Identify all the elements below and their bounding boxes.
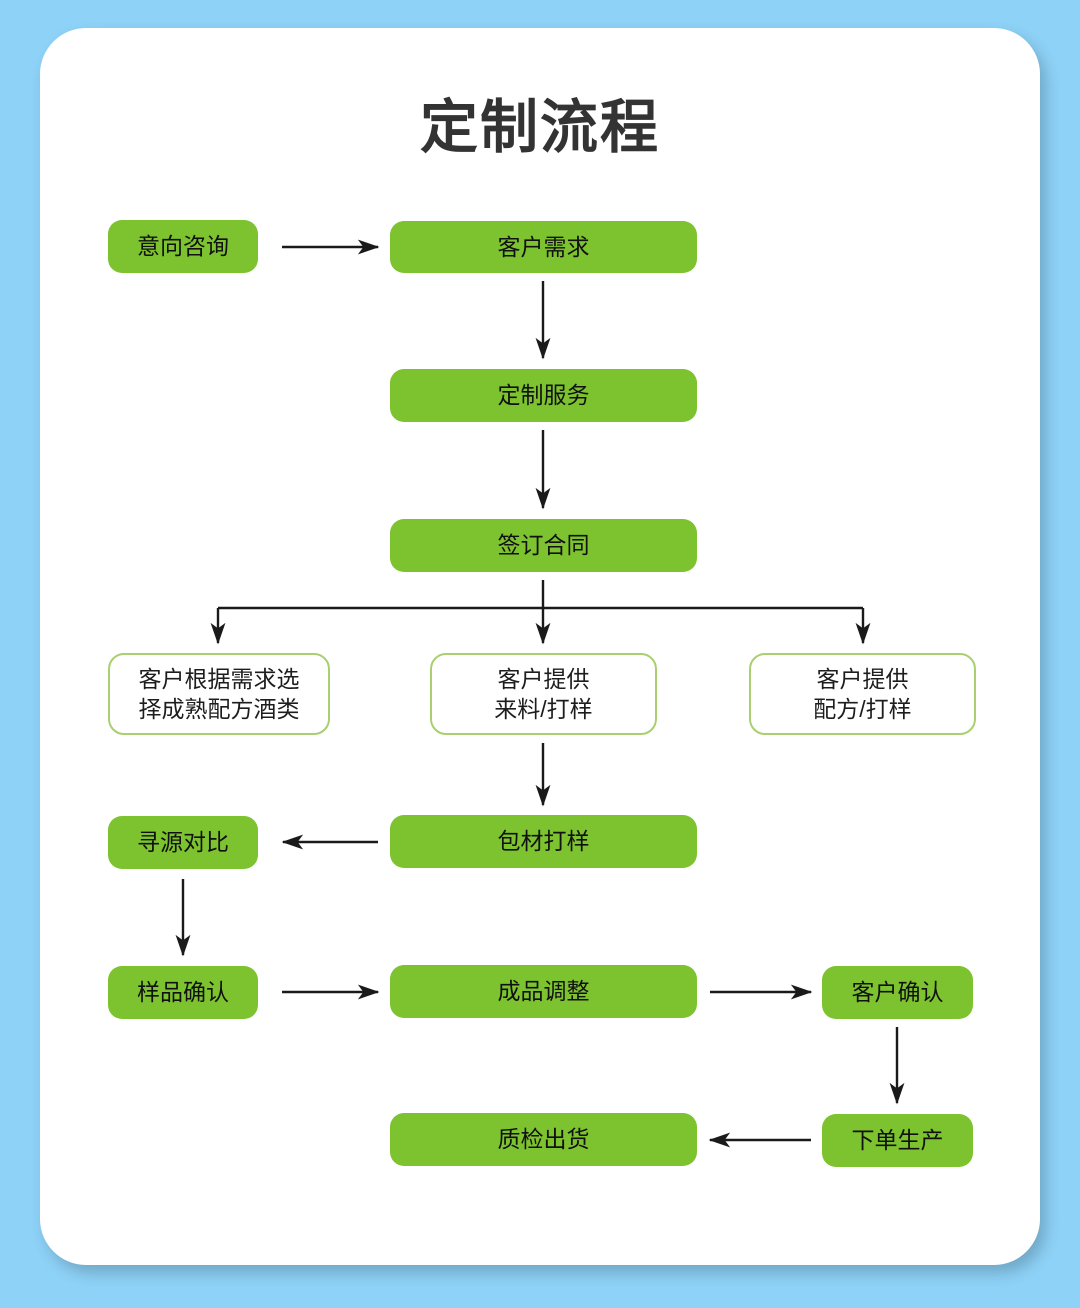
page-title: 定制流程 — [419, 95, 660, 160]
flow-node-branch-right[interactable]: 客户提供 配方/打样 — [749, 653, 976, 735]
flow-node-branch-left[interactable]: 客户根据需求选 择成熟配方酒类 — [108, 653, 330, 735]
flow-node-sourcing[interactable]: 寻源对比 — [108, 816, 258, 869]
flow-node-branch-mid[interactable]: 客户提供 来料/打样 — [430, 653, 657, 735]
flow-node-order-prod[interactable]: 下单生产 — [822, 1114, 973, 1167]
flow-node-contract[interactable]: 签订合同 — [390, 519, 697, 572]
flowchart-card — [40, 28, 1040, 1265]
flow-node-adjust[interactable]: 成品调整 — [390, 965, 697, 1018]
flow-node-intent[interactable]: 意向咨询 — [108, 220, 258, 273]
flow-node-service[interactable]: 定制服务 — [390, 369, 697, 422]
flow-node-needs[interactable]: 客户需求 — [390, 221, 697, 273]
flow-node-packaging[interactable]: 包材打样 — [390, 815, 697, 868]
flow-node-qc-ship[interactable]: 质检出货 — [390, 1113, 697, 1166]
flow-node-customer-ok[interactable]: 客户确认 — [822, 966, 973, 1019]
flow-node-sample-ok[interactable]: 样品确认 — [108, 966, 258, 1019]
